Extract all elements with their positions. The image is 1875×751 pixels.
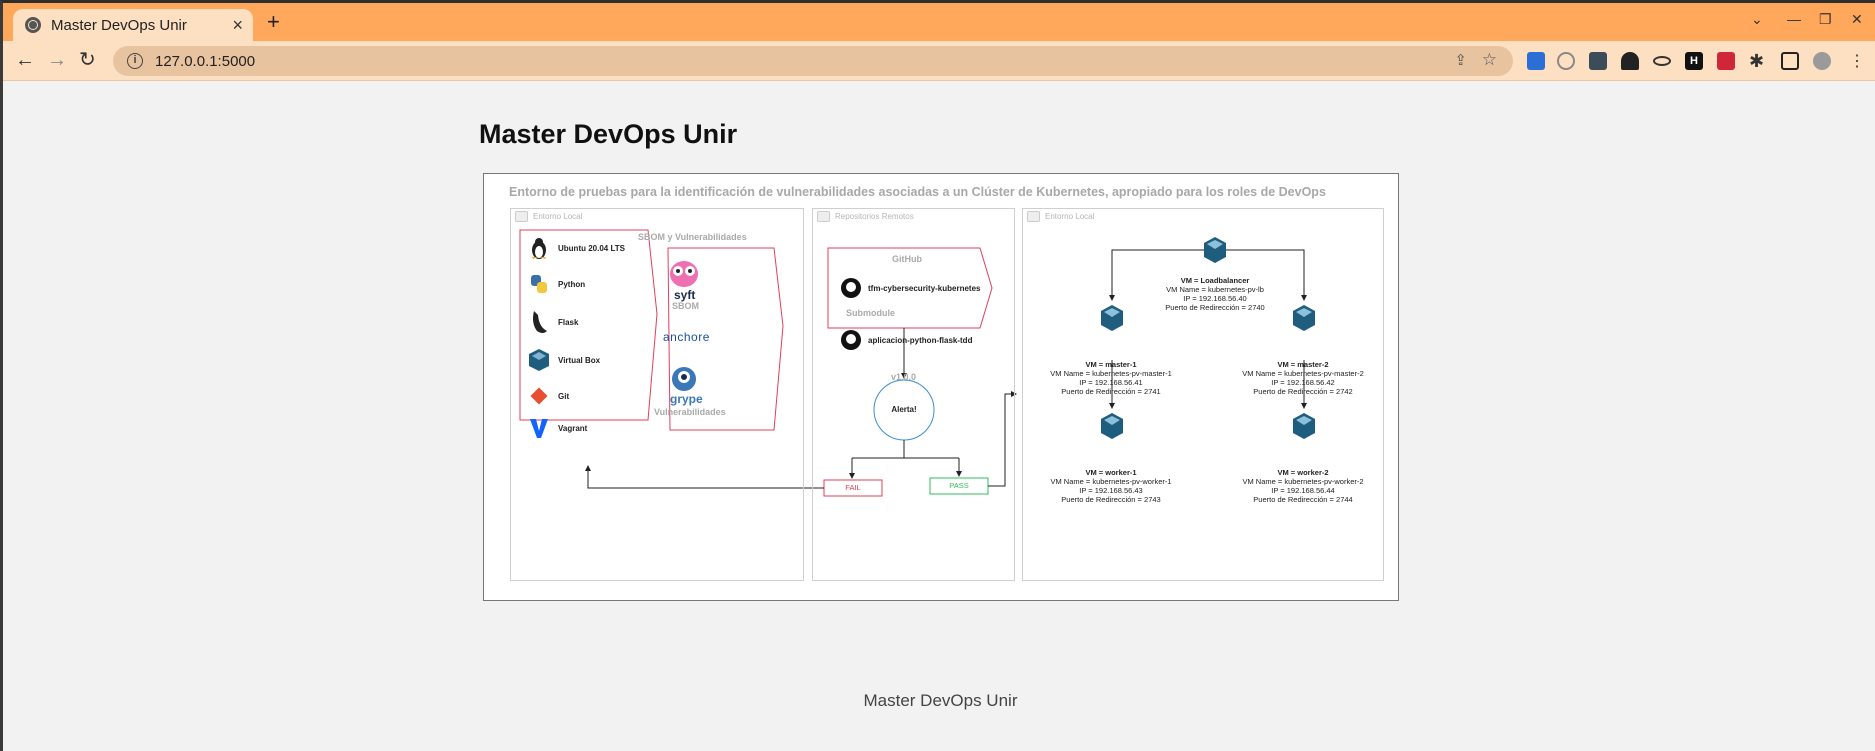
extension-hat-icon[interactable]: [1653, 56, 1671, 66]
tab-title: Master DevOps Unir: [51, 16, 187, 34]
forward-icon[interactable]: →: [47, 49, 67, 71]
vulnerabilities-label: Vulnerabilidades: [654, 407, 726, 417]
syft-logo-text: syft: [674, 288, 696, 302]
tool-item: Ubuntu 20.04 LTS: [528, 236, 625, 260]
cluster-group: Entorno Local: [1022, 208, 1384, 581]
virtualbox-icon: [528, 348, 550, 372]
repo-item: aplicacion-python-flask-tdd: [840, 328, 972, 352]
group-icon: [817, 211, 830, 222]
github-icon: [840, 276, 862, 300]
back-icon[interactable]: ←: [15, 49, 35, 71]
diagram-caption: Entorno de pruebas para la identificació…: [509, 185, 1326, 199]
vagrant-icon: [528, 416, 550, 440]
profile-avatar[interactable]: [1813, 52, 1831, 70]
menu-icon[interactable]: ⋮: [1849, 53, 1865, 70]
connector-lines: [519, 229, 1307, 497]
version-label: v1.0.0: [891, 372, 917, 382]
browser-tab[interactable]: Master DevOps Unir ×: [13, 9, 253, 41]
tool-item: Python: [528, 272, 585, 296]
tool-item: Virtual Box: [528, 348, 600, 372]
new-tab-button[interactable]: +: [267, 9, 280, 34]
syft-owl-icon: [668, 258, 700, 288]
extension-red-icon[interactable]: [1717, 52, 1735, 70]
page-footer: Master DevOps Unir: [863, 691, 1018, 710]
git-icon: [528, 384, 550, 408]
grype-monster-icon: [670, 362, 698, 392]
sbom-label: SBOM: [672, 301, 699, 311]
anchore-logo-text: anchore: [663, 330, 710, 344]
side-panel-icon[interactable]: [1781, 52, 1799, 70]
bookmark-star-icon[interactable]: ☆: [1481, 50, 1497, 69]
pass-node: PASS: [949, 481, 969, 490]
tab-search-icon[interactable]: ⌄: [1751, 11, 1763, 27]
remote-repos-group: Repositorios Remotos: [812, 208, 1015, 581]
fail-node: FAIL: [845, 483, 861, 492]
virtualbox-vm-icon: [1292, 304, 1316, 332]
flask-icon: [528, 310, 550, 334]
tool-item: Git: [528, 384, 569, 408]
share-icon[interactable]: ⇪: [1454, 52, 1467, 69]
globe-icon: [25, 17, 41, 33]
tool-item: Flask: [528, 310, 578, 334]
url-text[interactable]: 127.0.0.1:5000: [155, 52, 256, 70]
extension-hacker-icon[interactable]: [1621, 52, 1639, 70]
group-label: Entorno Local: [1045, 212, 1095, 221]
group-label: Repositorios Remotos: [835, 212, 914, 221]
extensions-puzzle-icon[interactable]: ✱: [1749, 51, 1765, 71]
sbom-header: SBOM y Vulnerabilidades: [638, 232, 747, 242]
close-tab-icon[interactable]: ×: [232, 15, 243, 35]
tool-item: Vagrant: [528, 416, 587, 440]
virtualbox-vm-icon: [1100, 304, 1124, 332]
group-label: Entorno Local: [533, 212, 583, 221]
page-title: Master DevOps Unir: [479, 119, 738, 149]
python-icon: [528, 272, 550, 296]
reload-icon[interactable]: ↻: [79, 49, 96, 71]
submodule-label: Submodule: [846, 308, 895, 318]
architecture-diagram: Entorno de pruebas para la identificació…: [483, 173, 1399, 601]
alert-node: Alerta!: [891, 405, 917, 414]
group-icon: [515, 211, 528, 222]
address-bar[interactable]: i 127.0.0.1:5000 ⇪ ☆: [113, 46, 1513, 76]
extension-h-icon[interactable]: H: [1685, 52, 1703, 70]
browser-toolbar: ← → ↻ i 127.0.0.1:5000 ⇪ ☆ H ✱ ⋮: [3, 41, 1875, 81]
repo-item: tfm-cybersecurity-kubernetes: [840, 276, 980, 300]
local-environment-group: Entorno Local: [510, 208, 804, 581]
virtualbox-vm-icon: [1100, 412, 1124, 440]
github-icon: [840, 328, 862, 352]
virtualbox-vm-icon: [1292, 412, 1316, 440]
tab-strip: Master DevOps Unir × + ⌄ — ❐ ✕: [3, 3, 1875, 41]
extension-dots-icon[interactable]: [1589, 52, 1607, 70]
extension-circles-icon[interactable]: [1557, 52, 1575, 70]
extension-grid-icon[interactable]: [1527, 52, 1545, 70]
github-header: GitHub: [892, 254, 922, 264]
group-icon: [1027, 211, 1040, 222]
tux-icon: [528, 236, 550, 260]
close-window-icon[interactable]: ✕: [1851, 11, 1863, 27]
virtualbox-vm-icon: [1203, 236, 1227, 264]
site-info-icon[interactable]: i: [127, 53, 143, 69]
grype-logo-text: grype: [670, 392, 703, 406]
restore-icon[interactable]: ❐: [1819, 11, 1832, 27]
minimize-icon[interactable]: —: [1787, 11, 1801, 27]
